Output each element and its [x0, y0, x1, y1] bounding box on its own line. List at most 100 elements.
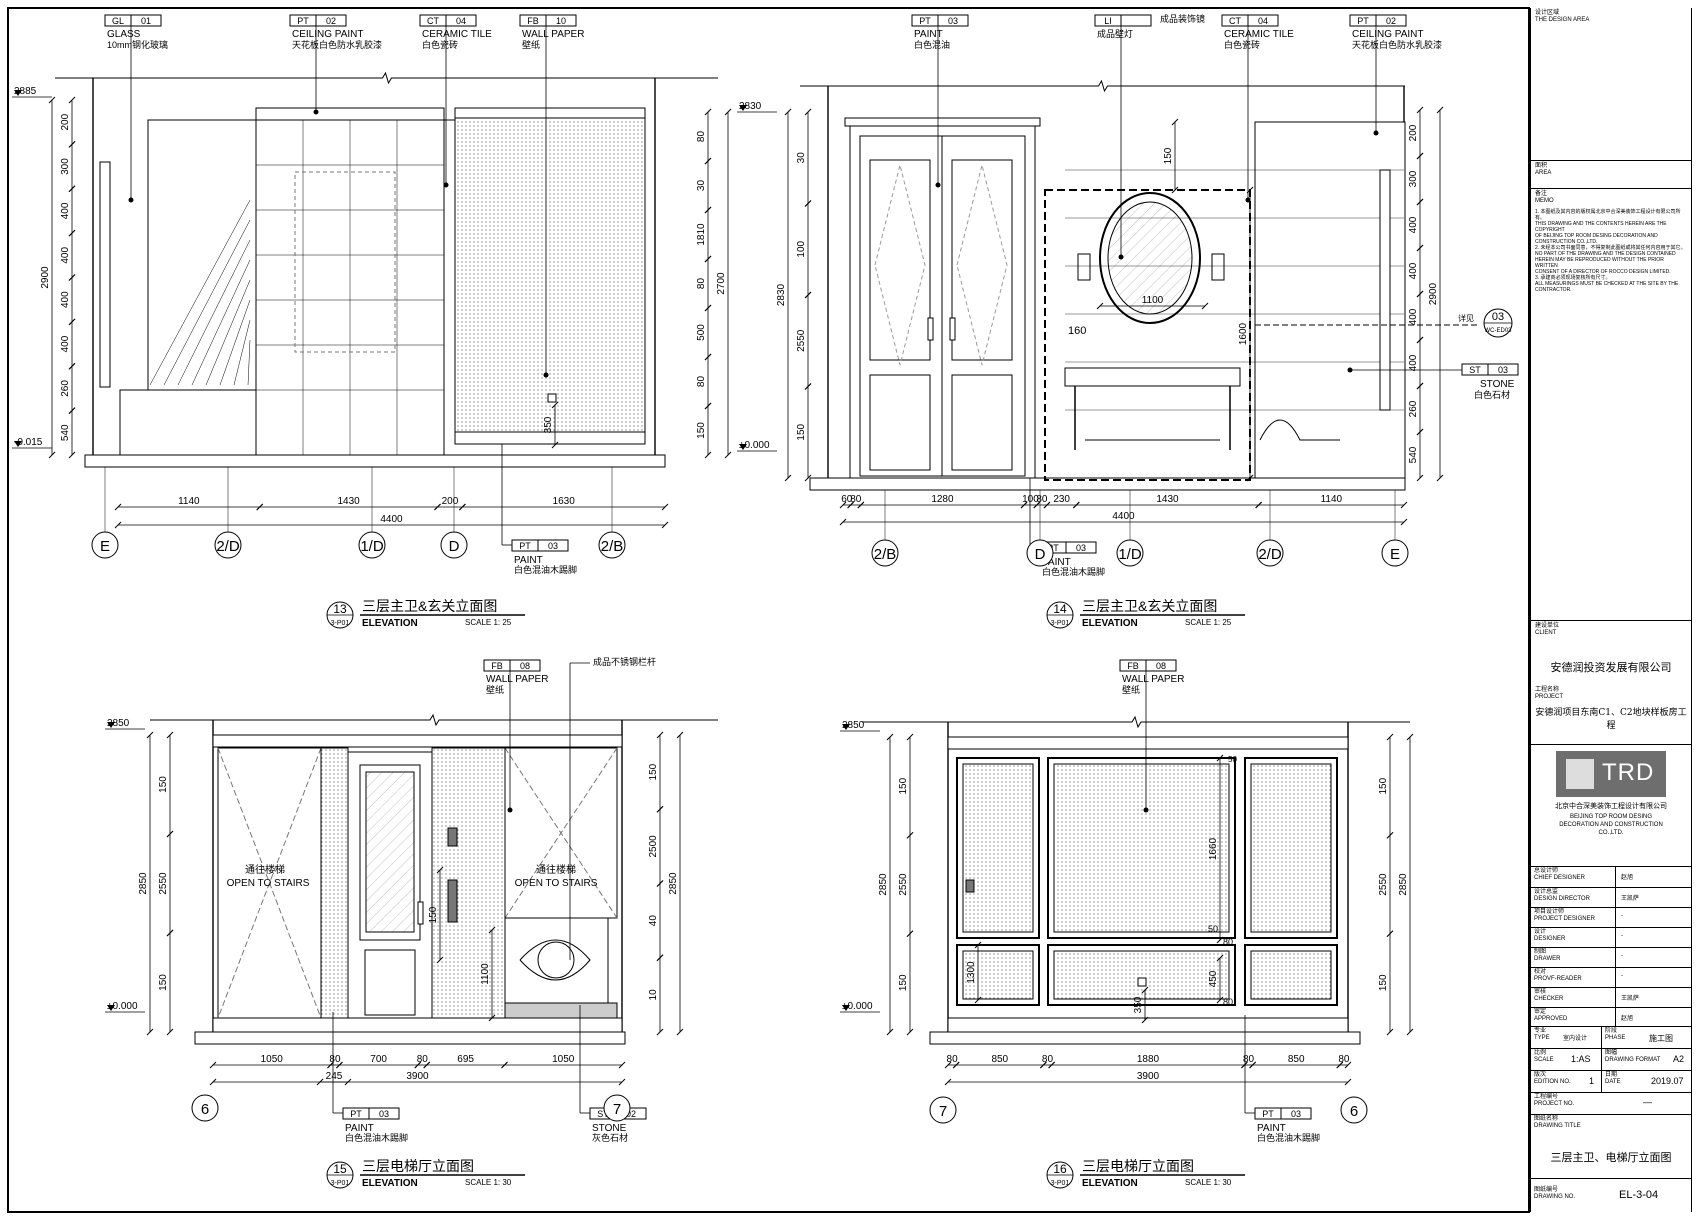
dim-label: 1430 [337, 496, 360, 507]
level-marker-icon [739, 444, 747, 450]
dim-tick [1216, 754, 1224, 762]
level-label: 2850 [842, 720, 865, 731]
level-marker-icon [14, 90, 22, 96]
stainless-railing [504, 917, 609, 1004]
grid-label: 1/D [360, 538, 384, 555]
dim-label: 150 [898, 974, 909, 991]
dim-tick [146, 731, 154, 739]
note-railing: 成品不锈钢栏杆 [593, 656, 656, 667]
area-label-en: AREA [1535, 170, 1552, 176]
dim-label: 400 [60, 291, 71, 308]
dim-label: 260 [60, 380, 71, 397]
dim-label: 80 [947, 1054, 959, 1065]
dim-tick [1216, 996, 1224, 1004]
level-label: -0.015 [14, 437, 43, 448]
level-marker-icon [107, 722, 115, 728]
tag-material-en: WALL PAPER [1122, 674, 1184, 685]
tag-number: 03 [1291, 1109, 1301, 1119]
memo-text: 1. 本图纸及其内容的版权属北京中合深美装饰工程设计有限公司所有。THIS DR… [1535, 209, 1687, 293]
grid-bubble [1116, 539, 1144, 567]
wall-lamp-right [1211, 253, 1225, 281]
grid-bubble [1256, 539, 1284, 567]
dim-tick [501, 1061, 508, 1069]
control-panel [447, 827, 458, 847]
memo-line: HEREIN MAY BE REPRODUCED WITHOUT THE PRI… [1535, 257, 1664, 269]
dim-tick [857, 501, 865, 509]
tag-num-box [130, 14, 162, 27]
role-label-cn: 项目设计师 [1534, 909, 1565, 915]
tag-material-en: WALL PAPER [522, 29, 584, 40]
dim-tick [327, 1061, 334, 1069]
tag-material-en: PAINT [514, 555, 543, 566]
tag-material-cn: 白色混油木踢脚 [514, 564, 577, 575]
dim-tick [804, 383, 812, 390]
dim-tick [209, 1061, 217, 1069]
dim-label: 10 [648, 989, 659, 1001]
tag-code: CT [427, 16, 439, 26]
type-label-en: TYPE [1534, 1035, 1550, 1041]
view-number: 13 [333, 602, 347, 616]
grid-bubble [91, 531, 119, 559]
dim-tick [1255, 501, 1263, 509]
dim-tick [68, 274, 76, 281]
tag-material-cn: 成品壁灯 [1097, 28, 1133, 39]
dim-label: 200 [60, 113, 71, 130]
dim-label: 150 [158, 974, 169, 991]
stairs-label-en: OPEN TO STAIRS [227, 878, 310, 889]
tag-code: FB [1127, 661, 1139, 671]
tag-material-cn: 壁纸 [1122, 684, 1140, 695]
dim-label: 2500 [648, 835, 659, 858]
dim-label: 150 [1378, 974, 1389, 991]
leader-dot [1245, 197, 1251, 203]
dim-tick [618, 1061, 626, 1069]
memo-label-cn: 备注 [1535, 191, 1548, 197]
dim-tick [724, 451, 732, 459]
dim-tick [704, 451, 712, 459]
dim-label: 80 [1243, 1054, 1255, 1065]
tag-material-en: CEILING PAINT [292, 29, 364, 40]
scale-label-cn: 比例 [1534, 1050, 1547, 1056]
logo-mark-icon [1566, 759, 1594, 789]
glass-reflection [205, 279, 251, 386]
level-label: ±0.000 [107, 1001, 138, 1012]
view-scale: SCALE 1: 25 [1185, 618, 1232, 627]
dim-tick [414, 1061, 422, 1069]
dim-label: 4400 [380, 514, 403, 525]
drawing-no-label-cn: 图纸编号 [1534, 1187, 1559, 1193]
dim-tick [1171, 186, 1179, 194]
dim-label: 300 [60, 158, 71, 175]
memo-line: 1. 本图纸及其内容的版权属北京中合深美装饰工程设计有限公司所有。 [1535, 209, 1681, 221]
door-panel [869, 159, 931, 361]
format-label-en: DRAWING FORMAT [1605, 1057, 1661, 1063]
grid-label: 1/D [1118, 546, 1142, 563]
tag-code: PT [1047, 543, 1059, 553]
wallpaper-strip [320, 747, 349, 1019]
wallpaper-panel [1053, 763, 1230, 933]
grid-bubble [929, 1096, 957, 1124]
view-subtitle: ELEVATION [362, 618, 418, 629]
drawing-title-value: 三层主卫、电梯厅立面图 [1550, 1151, 1672, 1164]
dim-tick [146, 1028, 154, 1036]
dim-label: 1300 [966, 961, 977, 984]
tag-number: 03 [548, 541, 558, 551]
role-label-en: CHECKER [1534, 996, 1564, 1002]
phase-label-cn: 阶段 [1605, 1028, 1618, 1034]
tag-material-en: WALL PAPER [486, 674, 548, 685]
format-value: A2 [1673, 1054, 1685, 1064]
skirting [454, 431, 646, 445]
date-label-cn: 日期 [1605, 1072, 1618, 1078]
leader-dot [313, 109, 319, 115]
dim-label: 2850 [1398, 873, 1409, 896]
tag-material-en: PAINT [345, 1123, 374, 1134]
tag-number: 02 [626, 1109, 636, 1119]
tag-material-cn: 壁纸 [522, 39, 540, 50]
dim-tick [618, 1078, 626, 1086]
glass-panel [147, 119, 257, 391]
view-scale: SCALE 1: 25 [465, 618, 512, 627]
dim-tick [661, 521, 669, 529]
client-label-en: CLIENT [1535, 630, 1557, 636]
